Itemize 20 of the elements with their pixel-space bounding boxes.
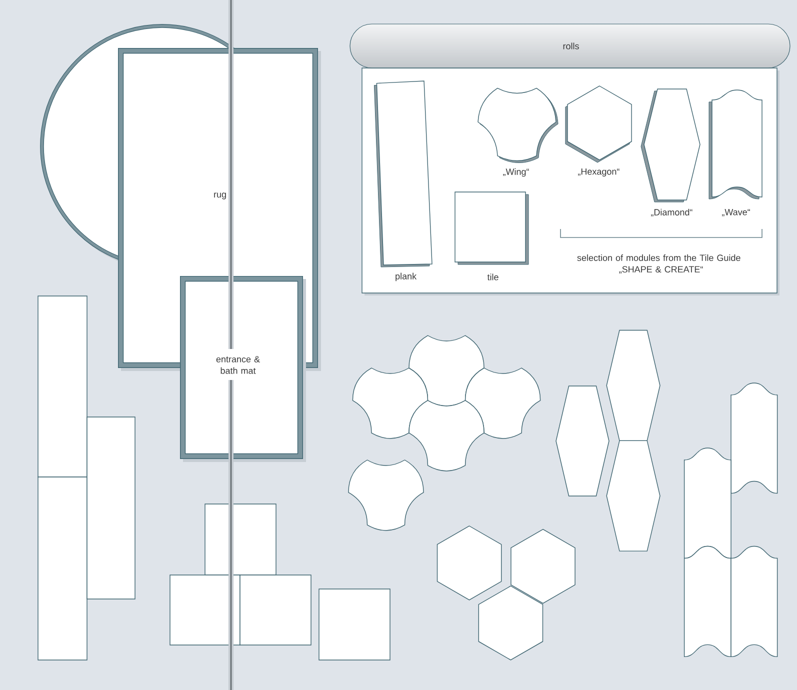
plank-tile (86, 416, 136, 600)
diamond-tile (556, 386, 610, 496)
roll: rolls (350, 24, 790, 68)
wing-tile (464, 368, 541, 439)
diamond-tile (606, 330, 660, 442)
square-tile (170, 574, 240, 646)
hexagon-tile (510, 528, 576, 604)
hexagon-tile (478, 586, 544, 660)
square-tile (204, 504, 276, 576)
square-tile (240, 574, 312, 646)
wing-tile (408, 400, 484, 472)
wing-tile (348, 460, 424, 531)
diamond-tile (606, 440, 660, 552)
bath-mat: entrance & bath mat (180, 276, 306, 462)
square-tile (318, 588, 390, 660)
hexagon-tile (436, 526, 502, 600)
plank-tile (38, 296, 88, 478)
wing-tile (352, 368, 428, 439)
plank-tile (38, 476, 88, 660)
wing-tile (408, 335, 484, 406)
